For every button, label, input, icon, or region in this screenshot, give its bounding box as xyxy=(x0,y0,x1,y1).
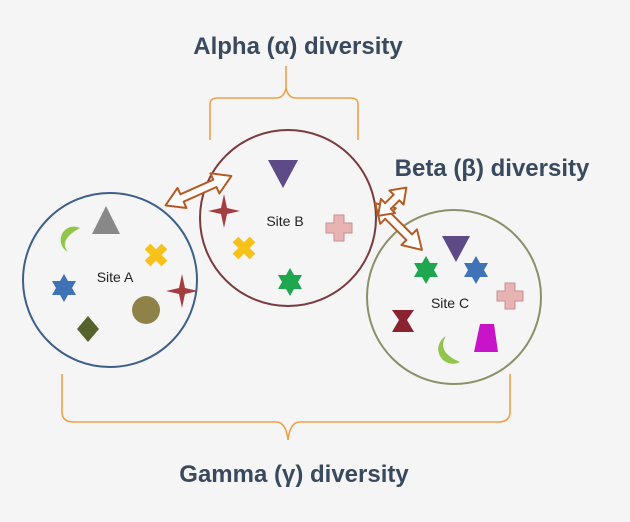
site-b-label: Site B xyxy=(266,213,303,229)
olive-circle-icon xyxy=(132,296,160,324)
beta-arrow-b-beta xyxy=(377,186,408,217)
yellow-cross-icon xyxy=(144,243,168,267)
site-b-circle xyxy=(199,129,377,307)
purple-down-triangle-icon xyxy=(268,160,298,188)
gray-triangle-icon xyxy=(92,206,120,234)
maroon-four-point-star-icon xyxy=(166,274,198,308)
gamma-bracket xyxy=(61,374,511,441)
green-star-icon xyxy=(278,268,302,296)
beta-diversity-label: Beta (β) diversity xyxy=(395,155,590,182)
light-green-half-circle-icon xyxy=(438,336,460,364)
pink-plus-icon xyxy=(496,282,524,310)
site-a-label: Site A xyxy=(97,269,134,285)
purple-down-triangle-icon xyxy=(442,236,470,262)
light-green-half-circle-icon xyxy=(60,226,80,252)
green-star-icon xyxy=(414,256,438,284)
site-c-circle xyxy=(366,209,542,385)
yellow-cross-icon xyxy=(232,236,256,260)
pink-plus-icon xyxy=(325,214,353,242)
beta-arrow-a-b xyxy=(164,172,233,210)
alpha-diversity-label: Alpha (α) diversity xyxy=(193,33,403,60)
dark-olive-diamond-icon xyxy=(77,316,99,342)
site-c-label: Site C xyxy=(431,295,469,311)
alpha-bracket xyxy=(209,87,359,140)
beta-arrows xyxy=(164,172,423,251)
maroon-four-point-star-icon xyxy=(208,194,240,228)
magenta-trapezoid-icon xyxy=(474,324,498,352)
gamma-diversity-label: Gamma (γ) diversity xyxy=(179,461,409,488)
blue-star-icon xyxy=(52,274,76,302)
blue-star-icon xyxy=(464,256,488,284)
site-a-circle xyxy=(22,192,198,368)
beta-arrow-b-c xyxy=(374,202,423,251)
dark-red-hourglass-icon xyxy=(392,310,414,332)
